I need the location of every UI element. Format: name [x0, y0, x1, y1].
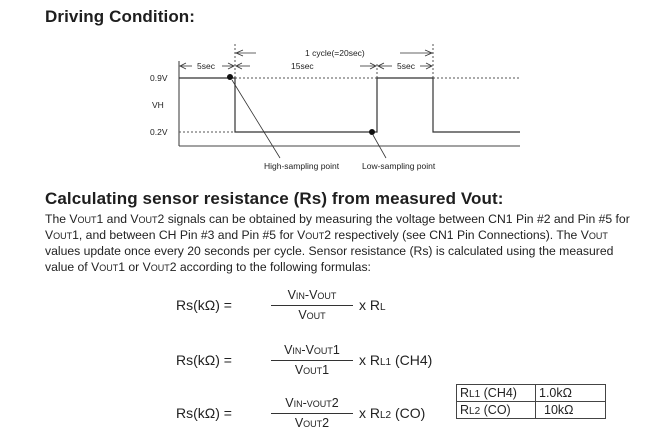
numerator: Vin-Vout: [287, 288, 337, 302]
resistor-name: RL2 (CO): [456, 401, 536, 419]
fraction: Vin-vout2 Vout2: [271, 396, 353, 430]
numerator: Vin-vout2: [285, 396, 339, 410]
paragraph-line: The Vout1 and Vout2 signals can be obtai…: [45, 212, 630, 226]
high-sampling-point-marker: [227, 74, 233, 80]
resistor-value: 1.0kΩ: [535, 384, 606, 402]
denominator: Vout: [298, 308, 326, 322]
low-time-label: 15sec: [291, 61, 314, 71]
fraction: Vin-Vout1 Vout1: [271, 343, 353, 377]
cycle-label: 1 cycle(=20sec): [305, 48, 365, 58]
section-title-calculating-rs: Calculating sensor resistance (Rs) from …: [45, 189, 504, 208]
paragraph-line: value of Vout1 or Vout2 according to the…: [45, 260, 371, 274]
cycle-dimension-arrows: [234, 49, 434, 57]
denominator: Vout1: [294, 363, 330, 377]
low-voltage-label: 0.2V: [150, 127, 168, 137]
heater-voltage-waveform: [179, 77, 520, 133]
resistor-value: 10kΩ: [535, 401, 606, 419]
table-row: RL1 (CH4) 1.0kΩ: [456, 384, 606, 402]
paragraph-line: values update once every 20 seconds per …: [45, 244, 614, 258]
high-time-label-2: 5sec: [397, 61, 416, 71]
fraction: Vin-Vout Vout: [271, 288, 353, 322]
high-voltage-label: 0.9V: [150, 73, 168, 83]
multiplier: x RL: [359, 297, 386, 313]
heater-voltage-label: VH: [152, 100, 164, 110]
low-sampling-point-marker: [369, 129, 375, 135]
low-sampling-leader: [372, 134, 387, 159]
fraction-bar: [271, 360, 353, 361]
explanation-paragraph: The Vout1 and Vout2 signals can be obtai…: [45, 211, 645, 275]
numerator: Vin-Vout1: [284, 343, 340, 357]
low-sampling-point-label: Low-sampling point: [362, 161, 436, 171]
multiplier: x RL1 (CH4): [359, 352, 433, 368]
driving-condition-timing-diagram: 0.9V VH 0.2V 1 cycle(=20sec) 5sec 15sec …: [150, 44, 520, 171]
table-row: RL2 (CO) 10kΩ: [456, 401, 606, 419]
paragraph-line: Vout1, and between CH Pin #3 and Pin #5 …: [45, 228, 608, 242]
fraction-bar: [271, 413, 353, 414]
load-resistor-table: RL1 (CH4) 1.0kΩ RL2 (CO) 10kΩ: [456, 384, 606, 419]
fraction-bar: [271, 305, 353, 306]
section-title-driving-condition: Driving Condition:: [45, 7, 196, 26]
phase-dimension-arrows: [179, 62, 433, 70]
resistor-name: RL1 (CH4): [456, 384, 536, 402]
denominator: Vout2: [294, 416, 330, 430]
high-sampling-leader: [231, 79, 281, 159]
multiplier: x RL2 (CO): [359, 405, 426, 421]
high-sampling-point-label: High-sampling point: [264, 161, 340, 171]
high-time-label-1: 5sec: [197, 61, 216, 71]
